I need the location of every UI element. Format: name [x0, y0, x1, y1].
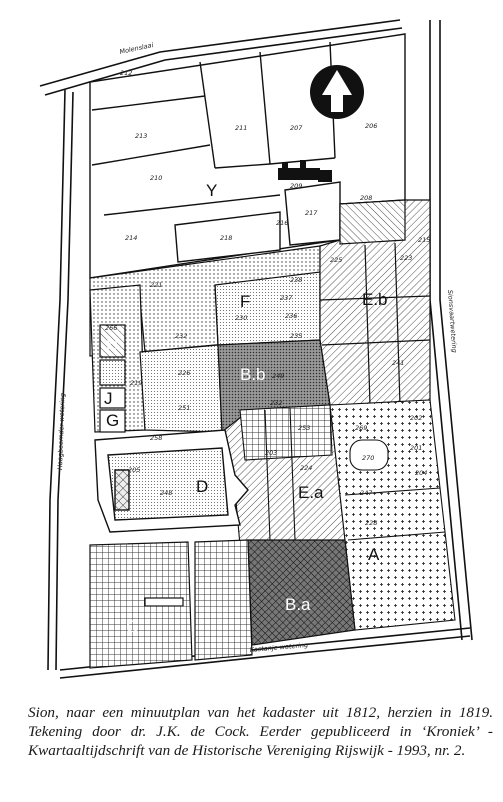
- parcel-label: 201: [410, 444, 422, 452]
- section-a-area: [329, 399, 456, 631]
- parcel-label: 204: [415, 469, 427, 477]
- parcel-label: 212: [120, 69, 132, 77]
- label-c: C: [126, 617, 138, 636]
- parcel-label: 232: [175, 332, 187, 340]
- parcel-label: 226: [178, 369, 190, 377]
- road-left: Haagbeemder wetering: [56, 393, 67, 470]
- figure-caption: Sion, naar een minuutplan van het kadast…: [28, 704, 493, 759]
- parcel-label: 218: [220, 234, 232, 242]
- label-f: F: [240, 292, 250, 311]
- parcel-label: 221: [150, 281, 162, 289]
- parcel-label: 230: [235, 314, 247, 322]
- road-right: Sionsvaartwetering: [446, 290, 458, 353]
- section-ba-area: [247, 539, 356, 646]
- north-arrow-icon: [310, 65, 364, 119]
- parcel-label: 247: [360, 489, 373, 497]
- parcel-label: 269: [355, 424, 367, 432]
- label-d: D: [196, 477, 208, 496]
- parcel-label: 210: [150, 174, 162, 182]
- parcel-label: 253: [298, 424, 310, 432]
- parcel-label: 216: [276, 219, 288, 227]
- section-d-area: [94, 429, 249, 533]
- parcel-label: 266: [105, 324, 117, 332]
- section-labels: Y F E.b H B.b J G D E.a A C B.a: [104, 181, 388, 636]
- parcel-label: 209: [290, 182, 302, 190]
- parcel-label: 203: [265, 449, 277, 457]
- label-bb: B.b: [240, 365, 266, 384]
- section-ea-area: [221, 404, 346, 546]
- parcel-label: 228: [365, 519, 377, 527]
- parcel-label: 208: [360, 194, 372, 202]
- building-icon: [278, 160, 332, 182]
- parcel-label: 217: [305, 209, 318, 217]
- parcel-label: 206: [365, 122, 377, 130]
- label-h: H: [106, 334, 118, 353]
- label-g: G: [106, 411, 119, 430]
- parcel-label: 219: [130, 379, 142, 387]
- section-eb-area: [319, 199, 431, 406]
- label-a: A: [368, 545, 380, 564]
- parcel-label: 232: [270, 399, 282, 407]
- parcel-label: 214: [125, 234, 137, 242]
- section-c-area: [89, 539, 253, 669]
- parcel-label: 211: [235, 124, 247, 132]
- parcel-label: 224: [300, 464, 312, 472]
- parcel-label: 248: [160, 489, 172, 497]
- parcel-label: 215: [418, 236, 430, 244]
- parcel-label: 236: [285, 312, 297, 320]
- parcel-label: 207: [290, 124, 303, 132]
- parcel-label: 235: [290, 332, 302, 340]
- parcel-numbers: 212 213 211 207 206 210 209 217 214 218 …: [105, 69, 430, 527]
- section-f-area: [89, 245, 321, 357]
- label-j: J: [104, 389, 113, 408]
- parcel-label: 237: [280, 294, 293, 302]
- parcel-label: 223: [400, 254, 412, 262]
- label-eb: E.b: [362, 290, 388, 309]
- parcel-label: 238: [290, 276, 302, 284]
- road-top: Molenslaai: [119, 41, 155, 56]
- label-ba: B.a: [285, 595, 311, 614]
- parcel-label: 225: [330, 256, 342, 264]
- cadastral-map: Y F E.b H B.b J G D E.a A C B.a Molensla…: [39, 19, 473, 679]
- label-ea: E.a: [298, 483, 324, 502]
- parcel-label: 270: [362, 454, 374, 462]
- parcel-label: 202: [410, 414, 422, 422]
- parcel-label: 258: [150, 434, 162, 442]
- parcel-label: 249: [272, 372, 284, 380]
- left-column-parcels: [89, 284, 223, 433]
- parcel-label: 251: [178, 404, 190, 412]
- parcel-label: 241: [392, 359, 404, 367]
- label-y: Y: [206, 181, 217, 200]
- parcel-label: 213: [135, 132, 147, 140]
- parcel-label: 205: [128, 466, 140, 474]
